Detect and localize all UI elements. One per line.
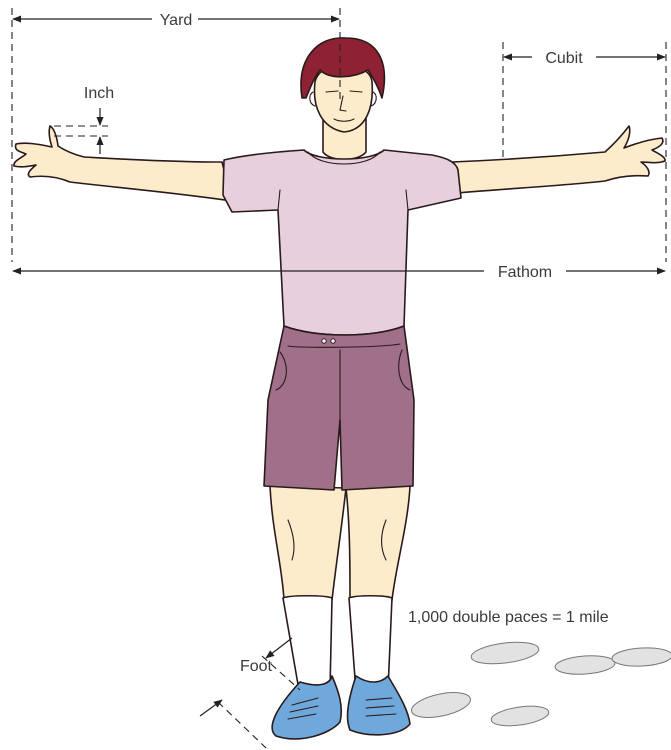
yard-label: Yard xyxy=(160,12,193,29)
footprint xyxy=(612,646,671,667)
paces-label: 1,000 double paces = 1 mile xyxy=(408,609,609,626)
person-figure xyxy=(14,38,665,739)
foot-arrow xyxy=(200,700,222,716)
shorts xyxy=(264,326,414,490)
fathom-label: Fathom xyxy=(498,264,552,281)
foot-arrow xyxy=(266,638,292,658)
left-arm xyxy=(14,126,232,201)
footprint xyxy=(409,688,472,722)
cubit-label: Cubit xyxy=(545,50,583,67)
inch-dimension: Inch xyxy=(54,85,114,154)
inch-label: Inch xyxy=(84,85,114,102)
right-arm xyxy=(446,126,665,194)
right-leg xyxy=(346,486,410,600)
left-sneaker xyxy=(272,676,341,739)
right-sneaker xyxy=(348,676,410,735)
t-shirt xyxy=(223,150,461,335)
foot-label: Foot xyxy=(240,658,273,675)
footprint xyxy=(470,639,540,667)
left-leg xyxy=(270,486,346,600)
footprint xyxy=(490,703,550,729)
footprint xyxy=(554,654,615,676)
footprints xyxy=(409,639,671,729)
